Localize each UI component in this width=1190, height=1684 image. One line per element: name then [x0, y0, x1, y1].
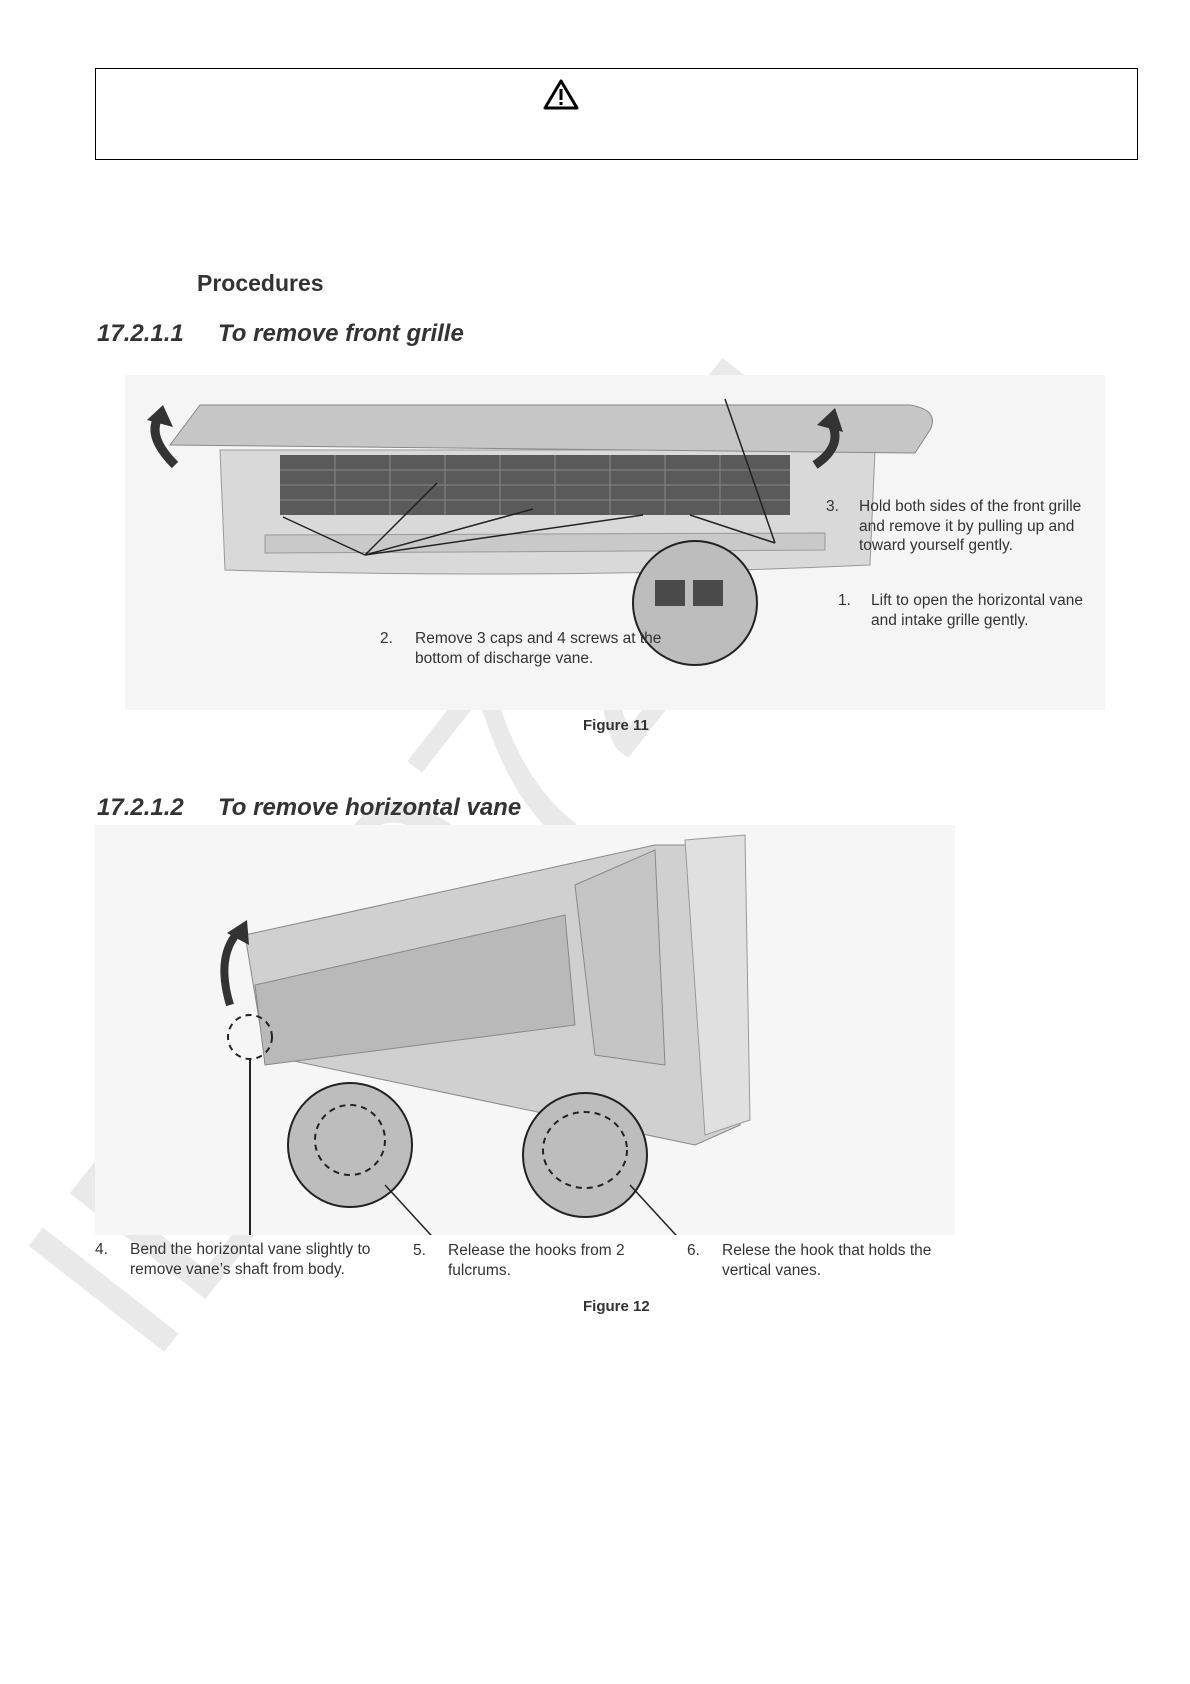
step-2-annotation: 2. Remove 3 caps and 4 screws at the bot…: [380, 629, 680, 671]
procedures-heading: Procedures: [197, 270, 324, 296]
step-3-annotation: 3. Hold both sides of the front grille a…: [826, 497, 1096, 557]
step-text: Release the hooks from 2 fulcrums.: [448, 1242, 625, 1279]
step-text: Lift to open the horizontal vane and int…: [871, 592, 1083, 629]
step-number: 6.: [687, 1242, 700, 1259]
figure-12-photo: [95, 825, 955, 1235]
step-number: 2.: [380, 630, 393, 647]
step-number: 1.: [838, 592, 851, 609]
section-heading-horizontal-vane: 17.2.1.2 To remove horizontal vane: [97, 794, 521, 822]
section-title: To remove front grille: [218, 320, 464, 347]
section-number: 17.2.1.1: [97, 320, 184, 347]
step-text: Remove 3 caps and 4 screws at the bottom…: [415, 630, 662, 667]
step-number: 4.: [95, 1241, 108, 1258]
section-title: To remove horizontal vane: [218, 794, 522, 821]
step-number: 5.: [413, 1242, 426, 1259]
step-text: Hold both sides of the front grille and …: [859, 498, 1082, 554]
step-5-annotation: 5. Release the hooks from 2 fulcrums.: [413, 1241, 673, 1283]
step-1-annotation: 1. Lift to open the horizontal vane and …: [838, 591, 1108, 633]
figure-11-photo: [125, 375, 1105, 710]
section-heading-front-grille: 17.2.1.1 To remove front grille: [97, 320, 464, 348]
step-4-annotation: 4. Bend the horizontal vane slightly to …: [95, 1240, 395, 1282]
section-number: 17.2.1.2: [97, 794, 184, 821]
warning-triangle-icon: [543, 79, 579, 110]
step-text: Bend the horizontal vane slightly to rem…: [130, 1241, 371, 1278]
step-number: 3.: [826, 498, 839, 515]
step-6-annotation: 6. Relese the hook that holds the vertic…: [687, 1241, 977, 1283]
warning-box: [95, 68, 1138, 160]
figure-11-caption: Figure 11: [583, 717, 649, 734]
step-text: Relese the hook that holds the vertical …: [722, 1242, 932, 1279]
figure-12-caption: Figure 12: [583, 1298, 650, 1315]
